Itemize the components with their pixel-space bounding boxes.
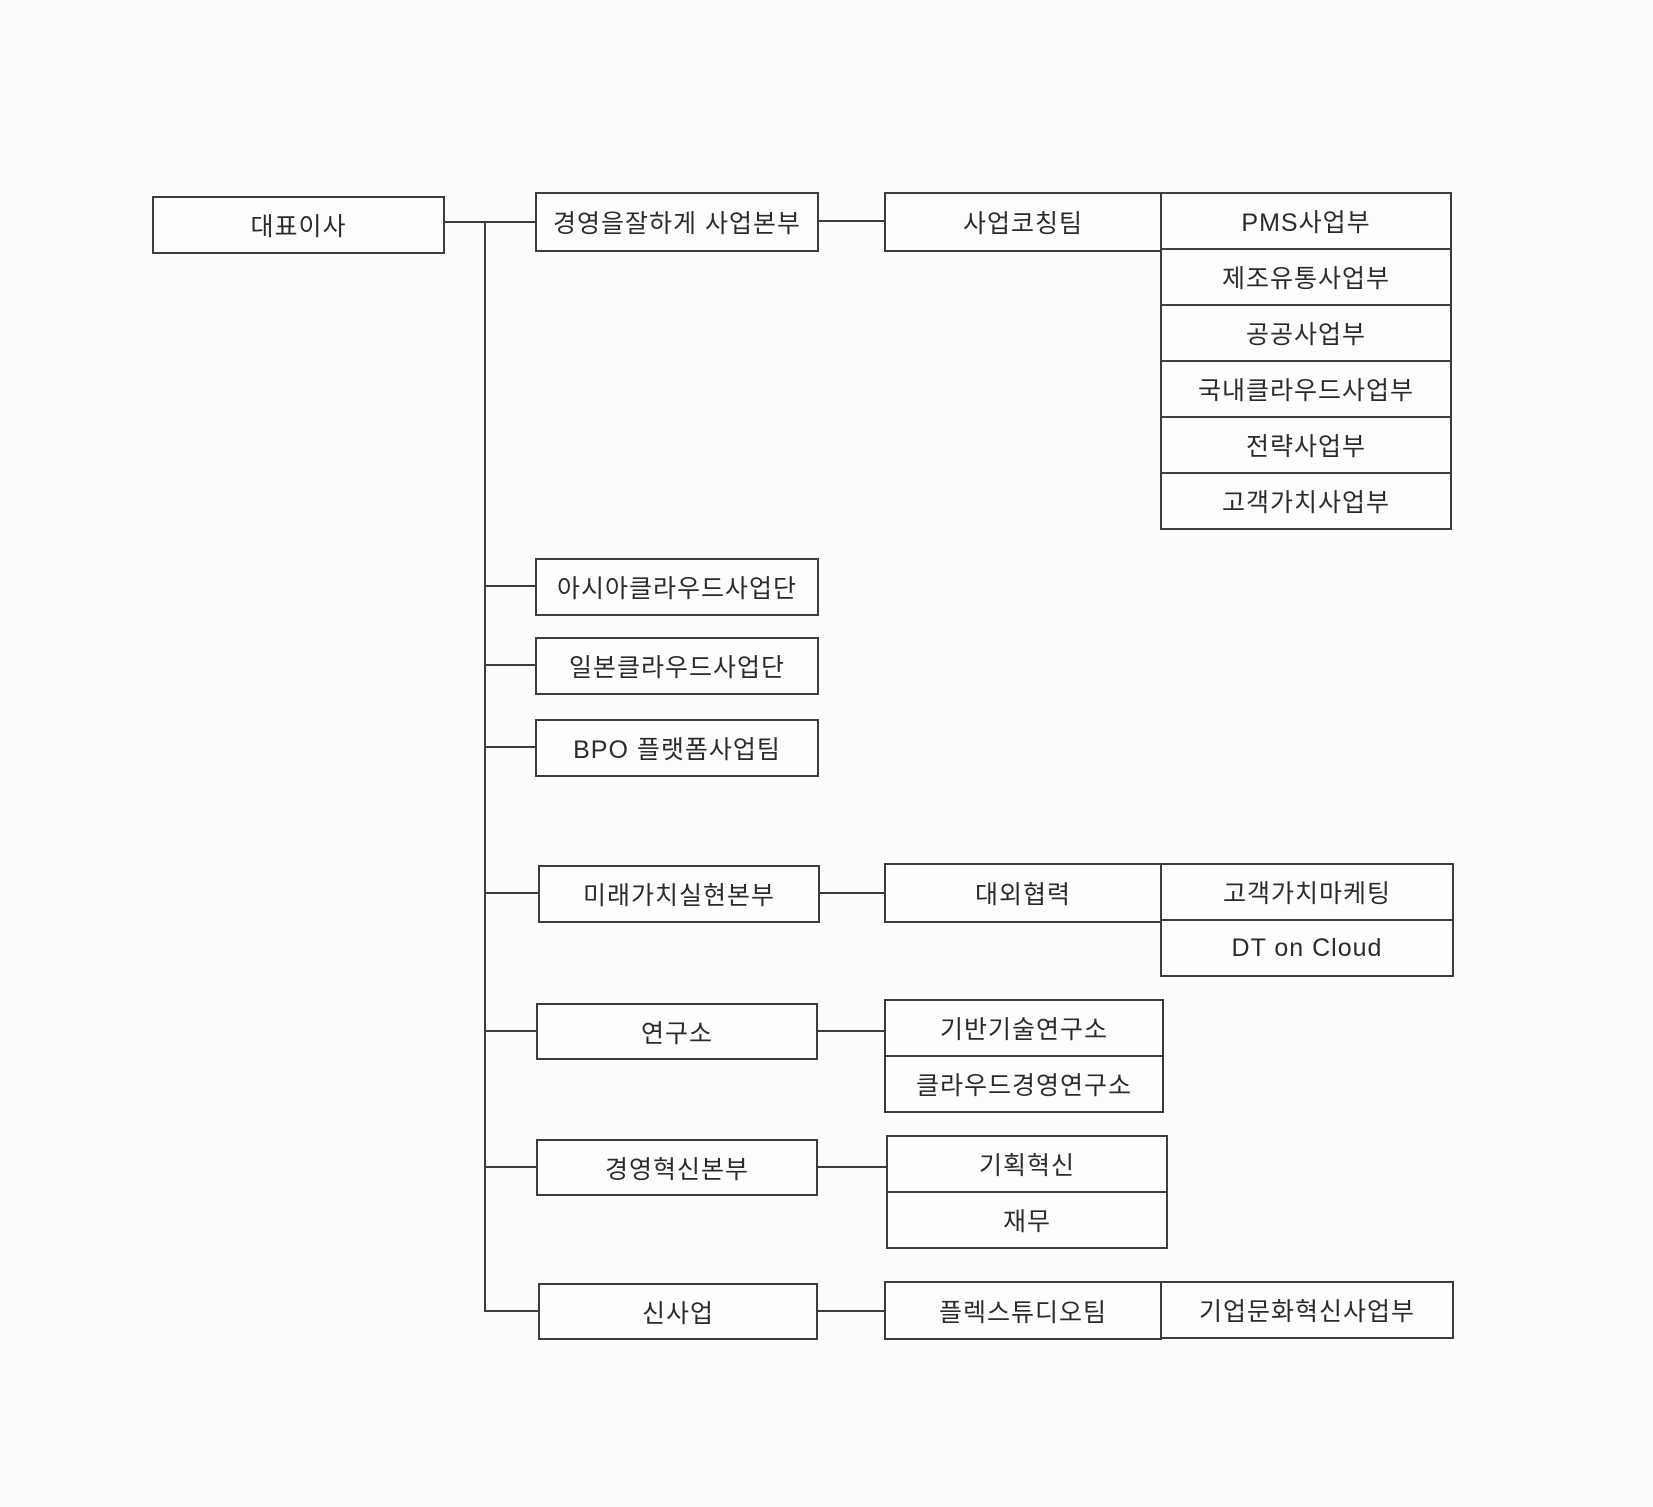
connector-ceo-to-spine (445, 221, 535, 223)
connector-research-to-labs (818, 1030, 884, 1032)
node-flex-studio-team: 플렉스튜디오팀 (884, 1281, 1162, 1340)
connector-innovation-to-depts (818, 1166, 886, 1168)
node-planning-innovation: 기획혁신 (886, 1135, 1168, 1193)
department-stack-research: 기반기술연구소 클라우드경영연구소 (884, 999, 1164, 1113)
node-cloud-management-lab: 클라우드경영연구소 (884, 1055, 1164, 1113)
node-japan-cloud-group: 일본클라우드사업단 (535, 637, 819, 695)
branch-line-future-value (486, 892, 538, 894)
branch-line-japan-cloud (486, 664, 535, 666)
connector-future-to-external (820, 892, 884, 894)
department-stack-flex-studio: 기업문화혁신사업부 (1160, 1281, 1454, 1339)
department-stack-management-innovation: 기획혁신 재무 (886, 1135, 1168, 1249)
node-customer-value-marketing: 고객가치마케팅 (1160, 863, 1454, 921)
department-stack-business-coaching: PMS사업부 제조유통사업부 공공사업부 국내클라우드사업부 전략사업부 고객가… (1160, 192, 1452, 530)
connector-newbiz-to-flexstudio (818, 1310, 884, 1312)
node-management-innovation-hq: 경영혁신본부 (536, 1139, 818, 1196)
node-new-business: 신사업 (538, 1283, 818, 1340)
branch-line-bpo (486, 746, 535, 748)
node-dt-on-cloud: DT on Cloud (1160, 919, 1454, 977)
node-future-value-hq: 미래가치실현본부 (538, 865, 820, 923)
node-external-cooperation: 대외협력 (884, 863, 1162, 923)
node-base-technology-lab: 기반기술연구소 (884, 999, 1164, 1057)
node-business-hq: 경영을잘하게 사업본부 (535, 192, 819, 252)
connector-bizhq-to-coaching (819, 220, 884, 222)
branch-line-research (486, 1030, 536, 1032)
node-ceo: 대표이사 (152, 196, 445, 254)
node-pms-division: PMS사업부 (1160, 192, 1452, 250)
department-stack-external-cooperation: 고객가치마케팅 DT on Cloud (1160, 863, 1454, 977)
branch-line-mgmt-innovation (486, 1166, 536, 1168)
node-customer-value-division: 고객가치사업부 (1160, 472, 1452, 530)
node-domestic-cloud-division: 국내클라우드사업부 (1160, 360, 1452, 418)
node-corporate-culture-innovation-division: 기업문화혁신사업부 (1160, 1281, 1454, 1339)
branch-line-asia-cloud (486, 585, 535, 587)
node-strategy-division: 전략사업부 (1160, 416, 1452, 474)
node-asia-cloud-group: 아시아클라우드사업단 (535, 558, 819, 616)
node-manufacturing-distribution-division: 제조유통사업부 (1160, 248, 1452, 306)
node-business-coaching-team: 사업코칭팀 (884, 192, 1162, 252)
spine-vertical-line (484, 221, 486, 1312)
node-public-sector-division: 공공사업부 (1160, 304, 1452, 362)
node-bpo-platform-team: BPO 플랫폼사업팀 (535, 719, 819, 777)
node-finance: 재무 (886, 1191, 1168, 1249)
branch-line-new-business (486, 1310, 538, 1312)
node-research-institute: 연구소 (536, 1003, 818, 1060)
